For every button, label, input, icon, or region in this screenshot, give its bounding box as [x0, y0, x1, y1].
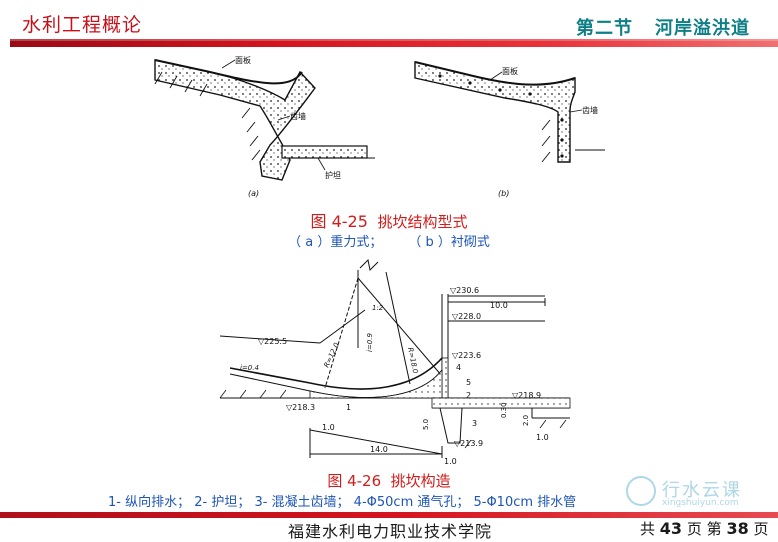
figure-4-25-sub-b: （ b ）衬砌式: [408, 235, 490, 250]
figure-c-elev-225-5: ▽225.5: [258, 337, 287, 346]
figure-4-26-number: 图 4-26: [327, 472, 382, 490]
figure-c-elev-218-3: ▽218.3: [286, 403, 315, 412]
figure-4-26-legend: 1- 纵向排水； 2- 护坦； 3- 混凝土齿墙； 4-Φ50cm 通气孔； 5…: [108, 495, 577, 510]
footer-current-prefix: 第: [706, 520, 722, 538]
footer-current-suffix: 页: [753, 520, 769, 538]
figure-a-gravity-bucket: 面板 齿墙 护坦 (a): [154, 55, 375, 198]
figure-a-bedrock-hatch: [154, 71, 261, 161]
figure-b-lined-bucket: 面板 齿墙 (b): [414, 61, 605, 198]
figure-b-bedrock-hatch: [541, 119, 600, 163]
figure-c-bucket-construction: ▽230.6 10.0 ▽228.0 ▽225.5 i=0.4 ▽223.6 1…: [219, 258, 571, 466]
figure-b-sublabel: (b): [498, 189, 509, 198]
figure-c-dim-10-0: 10.0: [490, 301, 508, 310]
footer-divider-bar: [0, 512, 778, 518]
figure-b-label-tooth-wall: 齿墙: [582, 105, 598, 115]
figure-c-elev-228-0: ▽228.0: [452, 312, 481, 321]
footer-page-indicator: 共 43 页 第 38 页: [640, 518, 769, 539]
figure-c-elev-223-6: ▽223.6: [452, 351, 481, 360]
figure-c-dim-2-0: 2.0: [522, 415, 530, 426]
figure-b-label-panel: 面板: [502, 66, 518, 76]
figure-a-sublabel: (a): [248, 189, 259, 198]
figure-c-dim-14-0: 14.0: [370, 445, 388, 454]
figure-c-dim-1-0-left: 1.0: [322, 423, 335, 432]
figure-4-25-sub-a: （ a ）重力式；: [288, 235, 383, 250]
figure-c-callout-1: 1: [346, 403, 351, 412]
figure-c-dim-1-0-right: 1.0: [536, 433, 549, 442]
figure-4-26-title: 挑坎构造: [390, 472, 451, 490]
figure-c-ground-hatch: [219, 389, 567, 449]
figure-c-dim-5-0: 5.0: [422, 419, 430, 430]
section-label: 第二节: [576, 18, 633, 39]
watermark-url: xingshuiyun.com: [662, 498, 739, 508]
figure-a-label-apron: 护坦: [325, 170, 341, 180]
figure-c-dim-1-0-mid: 1.0: [444, 457, 457, 466]
footer-total-suffix: 页: [686, 520, 702, 538]
figure-a-apron: [281, 145, 368, 159]
figure-c-elev-213-9: ▽213.9: [454, 439, 483, 448]
figure-c-callout-2: 2: [466, 391, 471, 400]
figure-c-i09: i=0.9: [366, 333, 374, 352]
watermark-logo-icon: [626, 476, 656, 506]
figure-a-label-tooth-wall: 齿墙: [290, 111, 306, 121]
figure-4-26-caption: 图 4-26 挑坎构造: [0, 470, 778, 491]
figure-4-25-number: 图 4-25: [310, 212, 368, 231]
figure-a-label-panel: 面板: [235, 55, 251, 65]
figure-c-slope-i04: i=0.4: [240, 364, 259, 372]
footer-current-page: 38: [726, 519, 749, 538]
header-divider-bar: [10, 39, 778, 47]
figure-c-callout-5: 5: [466, 378, 471, 387]
figure-4-25-subcaption: （ a ）重力式； （ b ）衬砌式: [0, 231, 778, 250]
footer-total-prefix: 共: [640, 520, 656, 538]
figure-c-callout-3: 3: [472, 419, 477, 428]
figure-4-25-title: 挑坎结构型式: [377, 213, 468, 231]
figure-a-bucket-body: [154, 59, 316, 181]
watermark: 行水云课 xingshuiyun.com: [612, 472, 778, 512]
header-divider-highlight: [10, 39, 778, 41]
figure-4-25-caption: 图 4-25 挑坎结构型式: [0, 208, 778, 232]
figure-c-dim-0-30: 0.30: [500, 402, 508, 418]
figure-c-callout-4: 4: [456, 363, 461, 372]
watermark-name: 行水云课: [662, 480, 742, 501]
figure-c-elev-230-6: ▽230.6: [450, 286, 479, 295]
footer-school-name: 福建水利电力职业技术学院: [288, 522, 493, 541]
section-title: 河岸溢洪道: [655, 18, 750, 39]
course-title: 水利工程概论: [22, 14, 143, 36]
figure-c-slope-1-2: 1:2: [372, 304, 384, 312]
figure-c-r18: R=18.0: [406, 347, 419, 375]
figure-c-elev-218-9: ▽218.9: [512, 391, 541, 400]
footer-total-pages: 43: [659, 519, 683, 538]
section-heading: 第二节 河岸溢洪道: [576, 14, 750, 40]
figure-b-rebar: [438, 74, 564, 158]
